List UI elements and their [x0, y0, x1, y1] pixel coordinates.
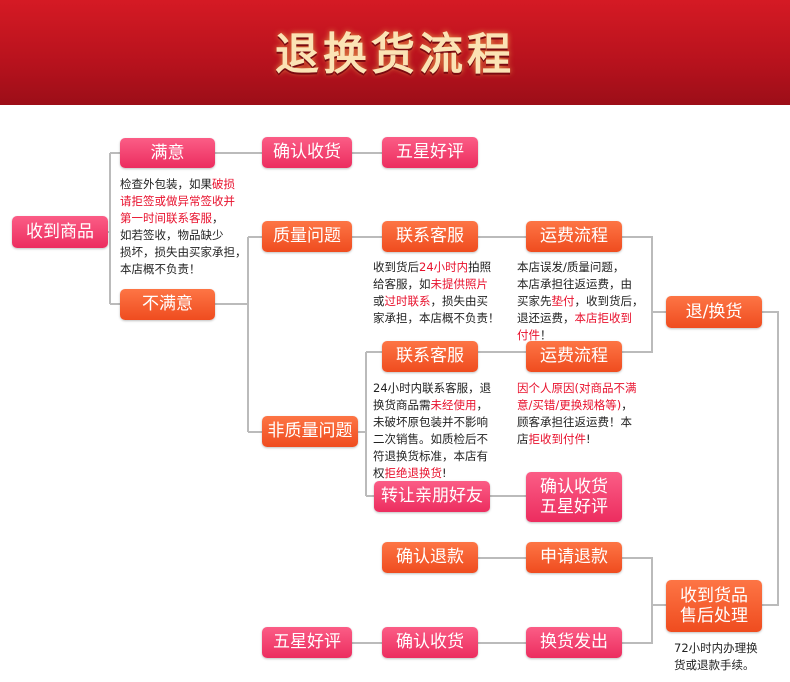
contact-service-box-1: 联系客服 [382, 221, 478, 252]
note-segment: ， 如若签收，物品缺少 损坏，损失由买家承担， 本店概不负责！ [120, 211, 247, 276]
confirm-five-star-line2: 五星好评 [540, 497, 608, 517]
exchange-shipped-box: 换货发出 [526, 627, 622, 658]
note-segment: ! [586, 432, 591, 446]
line-shipping-to-return [622, 236, 666, 353]
non-quality-shipping-note: 因个人原因(对商品不满 意/买错/更换规格等)， 顾客承担往返运费！本 店拒收到… [517, 380, 652, 448]
handle-time-note: 72小时内办理换 货或退款手续。 [674, 640, 784, 674]
confirm-five-star-line1: 确认收货 [540, 476, 608, 497]
received-goods-line2: 售后处理 [680, 606, 748, 626]
line-refund-row [478, 557, 666, 644]
satisfied-box: 满意 [120, 138, 215, 168]
inspect-note: 检查外包装，如果破损 请拒签或做异常签收并 第一时间联系客服， 如若签收，物品缺… [120, 176, 250, 278]
note-segment: 拍照 给客服，如 [373, 260, 492, 291]
page-title: 退换货流程 [275, 29, 515, 80]
line-nonquality-branch [358, 351, 382, 497]
confirm-five-star-box: 确认收货 五星好评 [526, 472, 622, 522]
transfer-friends-box: 转让亲朋好友 [374, 481, 490, 512]
quality-shipping-note: 本店误发/质量问题， 本店承担往返运费，由 买家先垫付，收到货后， 退还运费，本… [517, 259, 652, 344]
note-segment: 检查外包装，如果 [120, 177, 212, 191]
note-segment: 垫付 [551, 294, 575, 308]
note-segment: ，损失由买 家承担，本店概不负责！ [373, 294, 500, 325]
note-segment: 未经使用 [430, 398, 477, 412]
note-segment: 拒收到付件 [528, 432, 587, 446]
five-star-box-2: 五星好评 [262, 627, 352, 658]
title-banner: 退换货流程 [0, 0, 790, 105]
received-goods-line1: 收到货品 [680, 585, 748, 606]
quality-issue-box: 质量问题 [262, 221, 352, 252]
note-segment: 收到货后 [373, 260, 419, 274]
return-exchange-box: 退/换货 [666, 296, 762, 328]
confirm-refund-box: 确认退款 [382, 542, 478, 573]
confirm-receipt-box-2: 确认收货 [382, 627, 478, 658]
note-segment: ！ [540, 328, 552, 342]
note-segment: 本店误发/质量问题， 本店承担往返运费，由 买家先 [517, 260, 632, 308]
note-segment: 第一时间联系客服 [120, 211, 212, 225]
five-star-box-1: 五星好评 [382, 137, 478, 168]
note-segment: ，收到货后， 退还运费， [517, 294, 644, 325]
note-segment: ， 未破坏原包装并不影响 二次销售。如质检后不 符退换货标准，本店有 权 [373, 398, 488, 480]
line-return-to-received [762, 311, 779, 606]
non-quality-issue-box: 非质量问题 [262, 416, 358, 447]
confirm-receipt-box-1: 确认收货 [262, 137, 352, 168]
note-segment: 拒绝退换货 [384, 466, 443, 480]
note-segment: 24小时内 [419, 260, 469, 274]
apply-refund-box: 申请退款 [526, 542, 622, 573]
note-segment: 24小时内联系客服，退 换货商品需 [373, 381, 492, 412]
unsatisfied-box: 不满意 [120, 289, 215, 320]
note-segment: 或 [373, 294, 385, 308]
note-segment: 破损 [212, 177, 235, 191]
contact-service-box-2: 联系客服 [382, 341, 478, 372]
note-segment: 72小时内办理换 货或退款手续。 [674, 641, 758, 672]
line-unsat-branch [215, 236, 262, 433]
non-quality-contact-note: 24小时内联系客服，退 换货商品需未经使用， 未破坏原包装并不影响 二次销售。如… [373, 380, 508, 482]
note-segment: 本店拒收到 [574, 311, 633, 325]
quality-contact-note: 收到货后24小时内拍照 给客服，如未提供照片 或过时联系，损失由买 家承担，本店… [373, 259, 508, 327]
note-segment: ! [442, 466, 447, 480]
note-segment: 未提供照片 [430, 277, 489, 291]
received-goods-box: 收到商品 [12, 216, 108, 248]
shipping-process-box-1: 运费流程 [526, 221, 622, 252]
note-segment: 请拒签或做异常签收并 [120, 194, 235, 208]
received-goods-after-sales-box: 收到货品 售后处理 [666, 580, 762, 632]
note-segment: 过时联系 [384, 294, 431, 308]
note-segment: ， 顾客承担往返运费！本 店 [517, 398, 633, 446]
shipping-process-box-2: 运费流程 [526, 341, 622, 372]
note-segment: 因个人原因(对商品不满 意/买错/更换规格等) [517, 381, 637, 412]
note-segment: 付件 [517, 328, 540, 342]
